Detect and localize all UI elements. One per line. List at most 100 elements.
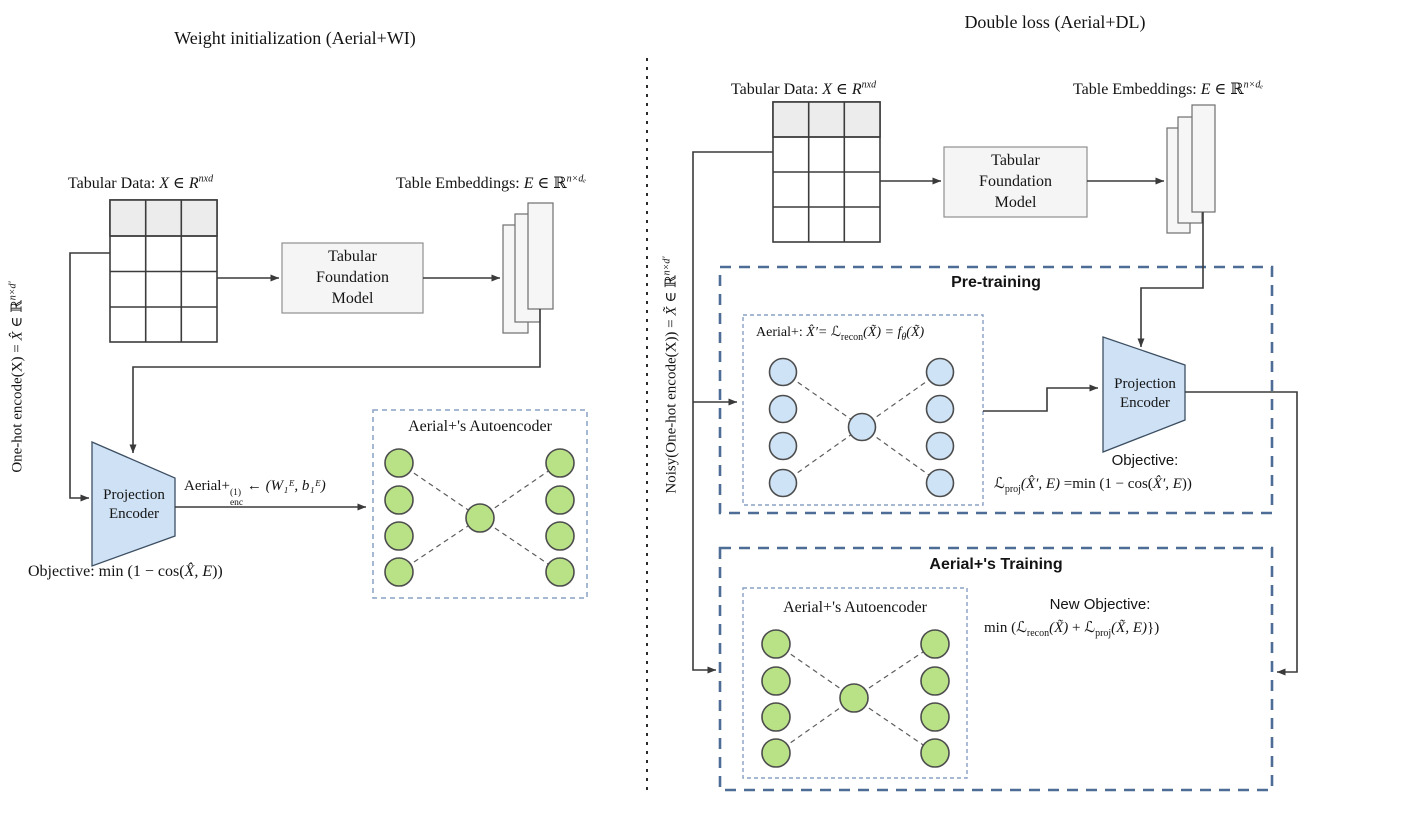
formula-sub: recon [1026, 628, 1050, 639]
math-sup: nxd [198, 173, 214, 185]
formula-pre: Objective: min (1 − cos( [28, 563, 185, 580]
left-table [109, 199, 218, 343]
math-set: ℝ [9, 300, 26, 313]
formula-a: (X̂′, E) [1020, 476, 1061, 492]
encoder-line: Projection [1114, 376, 1176, 392]
math-sup: n×d′ [661, 256, 673, 276]
right-title: Double loss (Aerial+DL) [964, 12, 1146, 32]
training-objective-formula: min (ℒrecon(X̃) + ℒproj(X̃, E)}) [984, 618, 1159, 639]
left-onehot-label: One-hot encode(X) = X̂ ∈ ℝn×d′ [8, 281, 27, 472]
math-var: E [523, 175, 534, 192]
math-var: E [1200, 81, 1211, 98]
training-title: Aerial+'s Training [929, 556, 1063, 573]
left-title: Weight initialization (Aerial+WI) [174, 28, 416, 48]
formula-sup: (1) [229, 487, 242, 498]
pretraining-inner-box [742, 314, 984, 506]
formula-end: }) [1147, 620, 1160, 636]
pretraining-outer-box [718, 265, 1274, 515]
math-set: ℝ [663, 275, 680, 288]
arrow-embeddings-to-encoder-right [1137, 212, 1204, 348]
left-objective-label: Objective: min (1 − cos(X̂, E)) [28, 563, 223, 581]
pretraining-title: Pre-training [951, 274, 1041, 291]
right-noisy-label: Noisy(One-hot encode(X)) = X̃ ∈ ℝn×d′ [662, 256, 681, 493]
arrow-network-to-encoder [983, 384, 1099, 412]
formula-m2: (X̃) = f [863, 325, 902, 340]
right-projection-encoder-label: Projection Encoder [1103, 375, 1187, 413]
left-tabular-data-label: Tabular Data: X ∈ Rnxd [68, 173, 213, 193]
pretraining-objective-formula: ℒproj(X̂′, E) =min (1 − cos(X̂′, E)) [994, 474, 1192, 495]
formula-plus: + [1068, 620, 1085, 636]
formula-rest: ← (W₁ᴱ, b₁ᴱ) [243, 478, 326, 494]
formula-b: X̂′, E [1152, 476, 1182, 492]
right-tabular-data-label: Tabular Data: X ∈ Rnxd [731, 79, 876, 99]
foundation-line: Foundation [316, 269, 389, 286]
right-embeddings-label: Table Embeddings: E ∈ ℝn×dₑ [1073, 79, 1263, 99]
arrow-encoder-to-training [1185, 391, 1298, 676]
formula-base: Aerial+ [184, 478, 230, 494]
label-text: Table Embeddings: [1073, 81, 1201, 98]
foundation-line: Model [994, 194, 1037, 211]
math-sup: n×d′ [7, 281, 19, 301]
formula-sub: proj [1095, 628, 1112, 639]
right-projection-encoder-shape [1102, 336, 1186, 453]
right-embeddings-stack [1166, 104, 1216, 234]
arrow-noisy-line [692, 151, 773, 674]
right-foundation-box [943, 146, 1088, 218]
formula-sub: θ [901, 331, 907, 343]
formula-b: (X̃, E) [1111, 620, 1147, 636]
encoder-line: Encoder [109, 506, 159, 522]
formula-loss: ℒ [830, 325, 841, 340]
foundation-line: Foundation [979, 173, 1052, 190]
math-mid: ∈ [9, 312, 26, 332]
formula-loss: ℒ [1016, 620, 1027, 636]
left-foundation-box [281, 242, 424, 314]
math-mid: ∈ [663, 287, 680, 307]
formula-supsub: (1)enc [229, 487, 244, 509]
left-foundation-model-label: Tabular Foundation Model [282, 246, 423, 309]
training-network [761, 629, 950, 768]
formula-end: (X̃) [906, 325, 925, 340]
left-autoencoder-box [372, 409, 588, 599]
math-var: X ∈ R [159, 175, 199, 192]
pretraining-objective-label: Objective: [1111, 452, 1179, 469]
encoder-line: Encoder [1120, 395, 1170, 411]
label-text: One-hot encode(X) = [9, 340, 26, 473]
math-var: X̂ [9, 331, 26, 341]
formula-sub: enc [229, 497, 244, 508]
training-autoencoder-label: Aerial+'s Autoencoder [783, 599, 927, 616]
training-objective-label: New Objective: [1049, 596, 1151, 613]
right-table [772, 101, 881, 243]
training-inner-box [742, 587, 968, 779]
arrow-onehot-to-encoder [69, 252, 110, 502]
formula-a: (X̃) [1049, 620, 1069, 636]
label-text: Noisy(One-hot encode(X)) = [663, 315, 680, 494]
math-sup: nxd [861, 79, 877, 91]
training-outer-box [718, 546, 1274, 792]
math-set: ℝ [553, 175, 567, 192]
formula-mid: =min (1 − cos( [1060, 476, 1153, 492]
formula-sub: recon [840, 331, 864, 343]
left-embeddings-stack [502, 202, 554, 334]
encoder-line: Projection [103, 487, 165, 503]
math-mid: ∈ [1210, 81, 1231, 98]
math-set: ℝ [1230, 81, 1244, 98]
formula-end: )) [212, 563, 223, 580]
left-projection-encoder-label: Projection Encoder [92, 486, 176, 524]
pretraining-network [768, 357, 955, 498]
foundation-line: Tabular [328, 248, 377, 265]
formula-loss: ℒ [994, 476, 1005, 492]
right-foundation-model-label: Tabular Foundation Model [944, 150, 1087, 213]
weight-init-formula: Aerial+(1)enc ← (W₁ᴱ, b₁ᴱ) [184, 478, 326, 509]
math-sup: n×dₑ [1243, 79, 1264, 91]
label-text: Tabular Data: [731, 81, 823, 98]
pretraining-formula: Aerial+: X̂′= ℒrecon(X̃) = fθ(X̃) [756, 324, 924, 343]
math-var: X ∈ R [822, 81, 862, 98]
left-embeddings-label: Table Embeddings: E ∈ ℝn×dₑ [396, 173, 586, 193]
left-autoencoder-network [384, 448, 575, 587]
formula-m1: X̂′= [806, 325, 831, 340]
formula-loss: ℒ [1084, 620, 1096, 636]
math-var: X̃ [663, 306, 680, 316]
formula-pre: min ( [984, 620, 1017, 636]
